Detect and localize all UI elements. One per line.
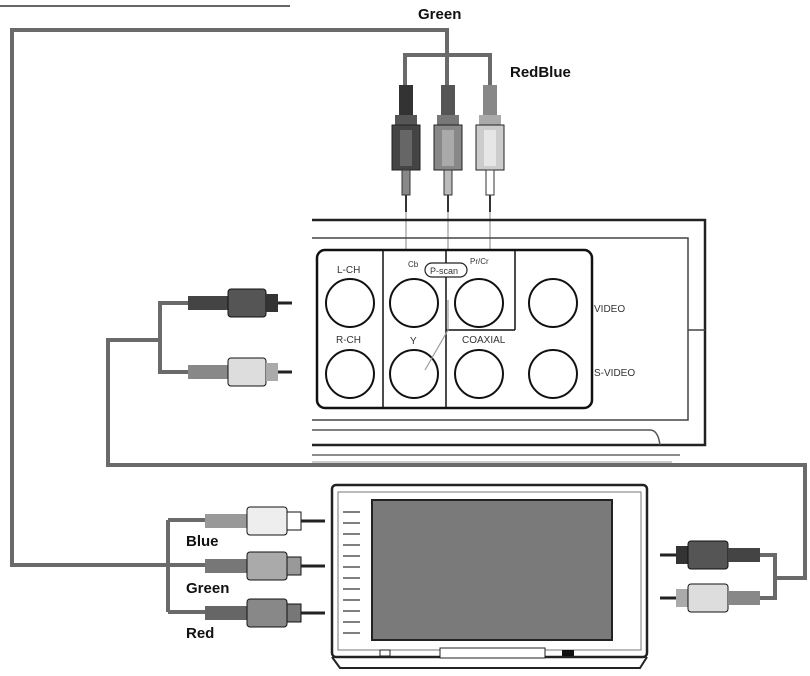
jack-y <box>389 349 439 399</box>
label-video: VIDEO <box>594 304 625 315</box>
jack-coaxial <box>454 349 504 399</box>
tv-side-buttons <box>343 511 360 634</box>
component-cable-left <box>10 28 449 567</box>
component-cable-top-branch <box>403 53 492 88</box>
component-plug-green-y <box>433 85 463 212</box>
jack-r-ch <box>325 349 375 399</box>
tv-plug-green <box>205 551 325 581</box>
label-prcr: Pr/Cr <box>470 257 489 266</box>
tv-plug-blue <box>205 506 325 536</box>
jack-pr-cr <box>454 278 504 328</box>
label-pscan: P-scan <box>430 266 458 276</box>
label-tv-red: Red <box>186 625 214 642</box>
jack-video <box>528 278 578 328</box>
label-tv-green: Green <box>186 580 229 597</box>
tv-ir-sensor <box>562 650 574 656</box>
tv-plug-red <box>205 598 325 628</box>
audio-cable <box>106 301 807 600</box>
pscan-pill <box>424 262 468 278</box>
audio-plug-left-red <box>188 357 292 387</box>
label-coaxial: COAXIAL <box>462 335 506 346</box>
label-rch: R-CH <box>336 335 361 346</box>
tv-audio-plug-red <box>660 583 760 613</box>
component-plug-red-pr <box>475 85 505 212</box>
tv-audio-plug-white <box>660 540 760 570</box>
label-y: Y <box>410 336 417 347</box>
label-lch: L-CH <box>337 265 360 276</box>
label-top-green: Green <box>418 6 461 23</box>
dvd-player-body <box>312 218 707 463</box>
component-plug-green-cb <box>391 85 421 212</box>
tv-front-slot <box>439 647 546 659</box>
y-guide <box>424 300 449 371</box>
tv-power-led <box>379 649 391 657</box>
jack-cb <box>389 278 439 328</box>
label-top-redblue: RedBlue <box>510 64 571 81</box>
tv-input-bus <box>166 518 205 614</box>
label-tv-blue: Blue <box>186 533 219 550</box>
jack-s-video <box>528 349 578 399</box>
label-svideo: S-VIDEO <box>594 368 635 379</box>
jack-l-ch <box>325 278 375 328</box>
tv-screen <box>371 499 613 641</box>
label-cb: Cb <box>408 260 419 269</box>
audio-plug-left-white <box>188 288 292 318</box>
